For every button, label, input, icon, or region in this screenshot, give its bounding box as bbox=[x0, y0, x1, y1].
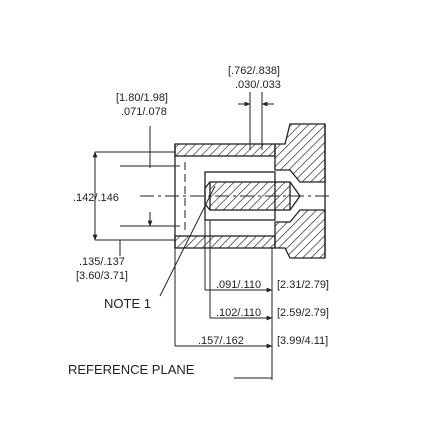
dim-outer-dia-mm: [3.60/3.71] bbox=[76, 270, 128, 282]
dim-outer-dia-in: .135/.137 bbox=[79, 256, 125, 268]
shell-bottom-wall bbox=[174, 235, 276, 249]
dim-d2-mm: [2.59/2.79] bbox=[277, 307, 329, 319]
connector-body bbox=[174, 123, 326, 259]
contact-taper-bottom bbox=[289, 195, 301, 211]
dim-top-in: .030/.033 bbox=[235, 79, 281, 91]
dim-d3-in: .157/.162 bbox=[198, 335, 244, 347]
reference-plane-label: REFERENCE PLANE bbox=[68, 362, 195, 377]
contact-tip bbox=[204, 181, 211, 211]
note-leader bbox=[159, 185, 216, 297]
note-label: NOTE 1 bbox=[104, 296, 151, 311]
dim-top-mm: [.762/.838] bbox=[228, 65, 280, 77]
flange-upper bbox=[274, 123, 326, 183]
shell-top-wall bbox=[174, 143, 276, 157]
flange-lower bbox=[274, 209, 326, 259]
dim-inner-dia: .142/.146 bbox=[73, 192, 119, 204]
dim-d3-mm: [3.99/4.11] bbox=[277, 335, 328, 347]
dim-d2-in: .102/.110 bbox=[216, 307, 261, 319]
dim-d1-mm: [2.31/2.79] bbox=[277, 279, 329, 291]
dim-lefttop-mm: [1.80/1.98] bbox=[116, 92, 168, 104]
dim-lefttop-in: .071/.078 bbox=[121, 106, 167, 118]
contact-taper-top bbox=[289, 181, 301, 197]
dim-d1-in: .091/.110 bbox=[216, 279, 261, 291]
